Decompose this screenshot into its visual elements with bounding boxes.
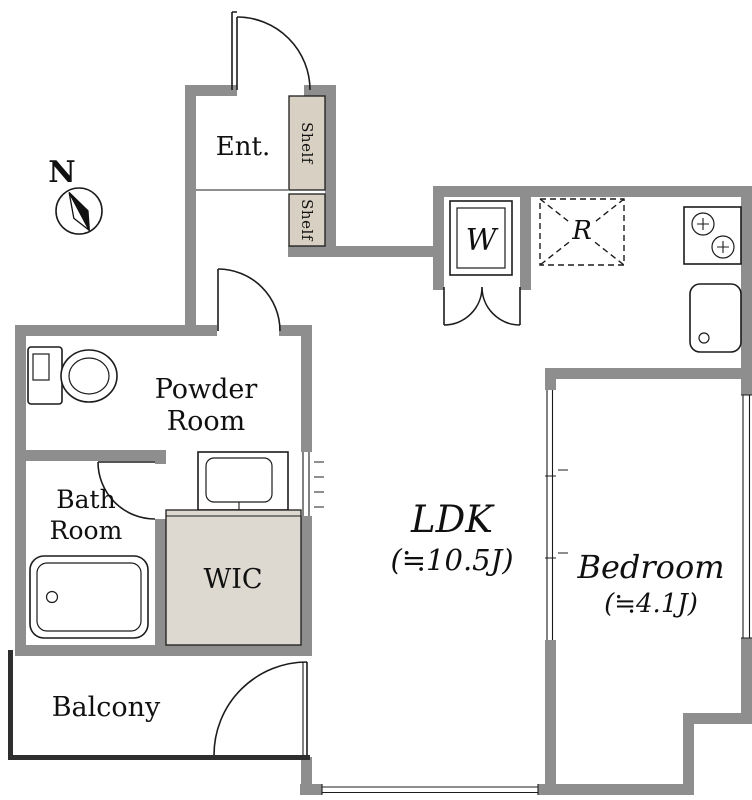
balcony-door-swing: [213, 661, 308, 756]
bathtub-drain: [45, 590, 59, 604]
compass-label: N: [48, 155, 75, 190]
bath-room-label-line2: Room: [50, 516, 123, 545]
washer-pan: [449, 200, 513, 276]
shelf-upper: [288, 95, 326, 191]
powder-room-label-line1: Powder: [155, 374, 258, 405]
powder-room-door-swing: [217, 268, 281, 332]
vanity: [197, 451, 289, 511]
bedroom-window: [741, 394, 752, 639]
balcony-parapet: [8, 650, 310, 760]
bedroom: Bedroom (≒4.1J): [545, 390, 752, 640]
balcony: Balcony: [52, 661, 539, 795]
stove: [683, 206, 742, 265]
shelf-lower: [288, 193, 326, 247]
wic-label: WIC: [203, 564, 262, 595]
kitchen: [683, 206, 742, 353]
entrance-label: Ent.: [216, 132, 270, 162]
bath-door-swing: [97, 461, 156, 520]
unit-walls: [15, 85, 752, 795]
shelf-lower-label: Shelf: [298, 199, 316, 242]
bath-room: Bath Room: [29, 461, 156, 639]
powder-room-label-line2: Room: [167, 406, 245, 437]
sink-faucet: [698, 332, 710, 344]
ldk-label: LDK: [410, 498, 495, 541]
washer-closet: W: [443, 200, 521, 326]
bedroom-sliding-door: [546, 390, 554, 640]
stove-burner: [711, 235, 735, 259]
entrance-door-swing: [236, 16, 311, 91]
bedroom-size: (≒4.1J): [604, 589, 698, 619]
ldk: LDK (≒10.5J): [302, 452, 514, 577]
walk-in-closet: WIC: [165, 509, 302, 646]
ldk-size: (≒10.5J): [390, 543, 513, 577]
bath-room-label-line1: Bath: [56, 485, 115, 514]
shelf-upper-label: Shelf: [298, 122, 316, 165]
refrigerator-label: R: [571, 216, 592, 246]
bedroom-label: Bedroom: [576, 548, 724, 586]
refrigerator-space: R: [539, 198, 625, 266]
wic-sliding-door: [302, 452, 310, 516]
washer-closet-doors: [443, 286, 521, 326]
bathtub: [29, 555, 149, 639]
balcony-label: Balcony: [52, 692, 161, 723]
ldk-window: [321, 784, 539, 795]
entrance-area: Shelf Shelf Ent.: [196, 11, 326, 247]
kitchen-sink: [689, 283, 742, 353]
compass-icon: N: [48, 155, 103, 235]
stove-burner: [691, 212, 715, 236]
powder-room: Powder Room: [27, 268, 289, 516]
washer-label: W: [466, 223, 499, 258]
